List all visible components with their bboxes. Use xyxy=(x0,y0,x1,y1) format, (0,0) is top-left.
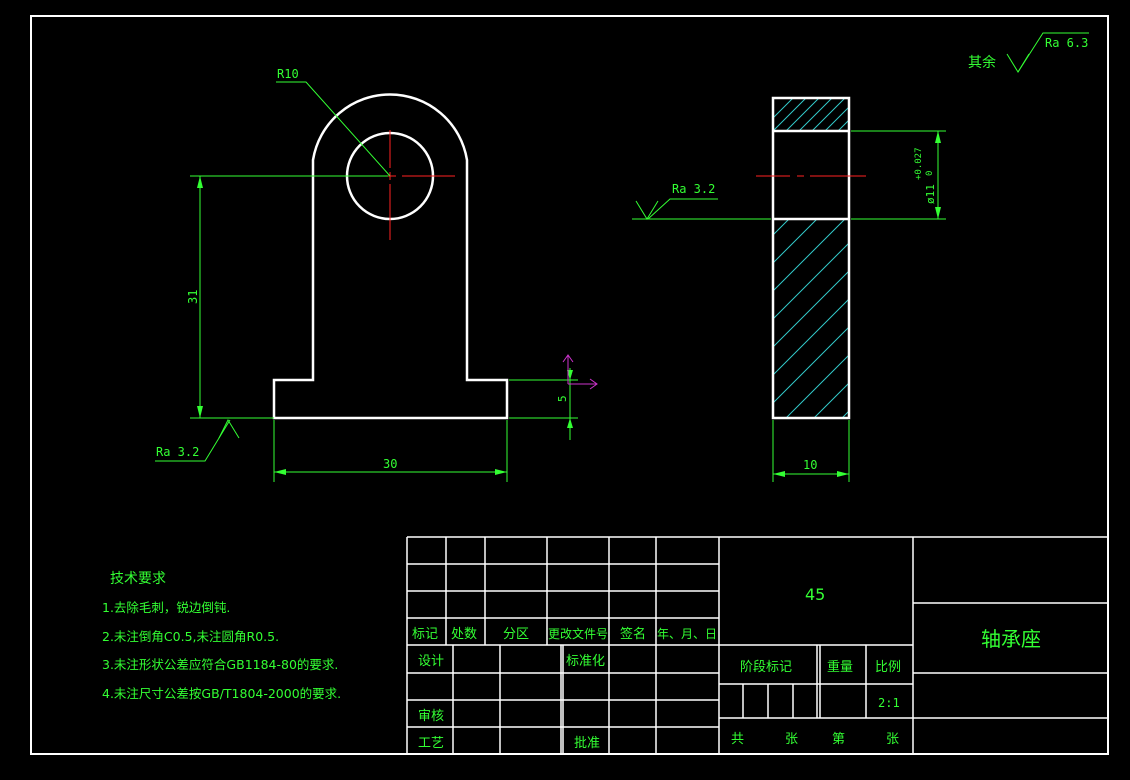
side-width-text: 10 xyxy=(803,458,817,472)
title-block: 标记 处数 分区 更改文件号 签名 年、月、日 设计 标准化 审核 工艺 批准 … xyxy=(406,536,1109,754)
height-dim-text: 31 xyxy=(186,290,200,304)
front-view: R10 31 30 5 xyxy=(155,67,598,482)
material: 45 xyxy=(805,585,825,604)
roughness-symbol-front xyxy=(155,418,240,462)
bore-dim-text: ø11 xyxy=(924,184,937,204)
sheet-index-suffix: 张 xyxy=(886,732,899,747)
rev-header-doc: 更改文件号 xyxy=(548,626,608,641)
notes-title: 技术要求 xyxy=(110,571,166,587)
label-stage-mark: 阶段标记 xyxy=(740,660,792,675)
label-approve: 批准 xyxy=(574,736,600,751)
sheet-index-prefix: 第 xyxy=(832,732,845,747)
general-roughness-prefix: 其余 xyxy=(968,54,996,71)
note-item-2: 2.未注倒角C0.5,未注圆角R0.5. xyxy=(102,629,279,644)
sheet-total-prefix: 共 xyxy=(731,732,744,747)
label-review: 审核 xyxy=(418,709,444,724)
sheet-border xyxy=(30,15,1109,755)
rev-header-date: 年、月、日 xyxy=(657,627,717,641)
side-width-dimension xyxy=(772,420,850,482)
ucs-axis-marker xyxy=(562,354,598,390)
technical-notes: 技术要求 1.去除毛刺，锐边倒钝. 2.未注倒角C0.5,未注圆角R0.5. 3… xyxy=(102,571,341,701)
label-weight: 重量 xyxy=(827,659,853,675)
rev-header-sign: 签名 xyxy=(620,626,646,642)
note-item-3: 3.未注形状公差应符合GB1184-80的要求. xyxy=(102,657,338,672)
width-dimension xyxy=(273,420,508,482)
label-design: 设计 xyxy=(418,654,444,669)
width-dim-text: 30 xyxy=(383,457,397,471)
rev-header-mark: 标记 xyxy=(412,627,438,642)
part-name: 轴承座 xyxy=(981,627,1041,651)
bore-tol-upper: +0.027 xyxy=(914,147,924,180)
bore-tol-lower: 0 xyxy=(925,171,935,176)
front-outline xyxy=(272,93,509,420)
radius-label: R10 xyxy=(277,67,299,81)
scale-value: 2:1 xyxy=(878,696,900,710)
note-item-4: 4.未注尺寸公差按GB/T1804-2000的要求. xyxy=(102,686,341,701)
side-outline xyxy=(771,96,851,420)
sheet-total-suffix: 张 xyxy=(785,732,798,747)
side-view: ø11 +0.027 0 Ra 3.2 10 xyxy=(632,96,946,482)
label-scale: 比例 xyxy=(875,660,901,675)
radius-leader xyxy=(276,81,391,177)
rev-header-count: 处数 xyxy=(451,627,477,642)
label-standardize: 标准化 xyxy=(566,654,605,669)
base-dim-text: 5 xyxy=(556,395,569,402)
general-roughness: 其余 Ra 6.3 xyxy=(968,32,1089,73)
general-roughness-value: Ra 6.3 xyxy=(1045,36,1088,50)
note-item-1: 1.去除毛刺，锐边倒钝. xyxy=(102,600,230,615)
roughness-side-text: Ra 3.2 xyxy=(672,182,715,196)
label-process: 工艺 xyxy=(418,736,444,751)
height-dimension xyxy=(190,175,388,419)
roughness-front-text: Ra 3.2 xyxy=(156,445,199,459)
bore-dimension xyxy=(851,130,946,220)
roughness-symbol-side xyxy=(632,198,771,220)
rev-header-zone: 分区 xyxy=(503,627,529,642)
section-hatch xyxy=(772,97,850,419)
